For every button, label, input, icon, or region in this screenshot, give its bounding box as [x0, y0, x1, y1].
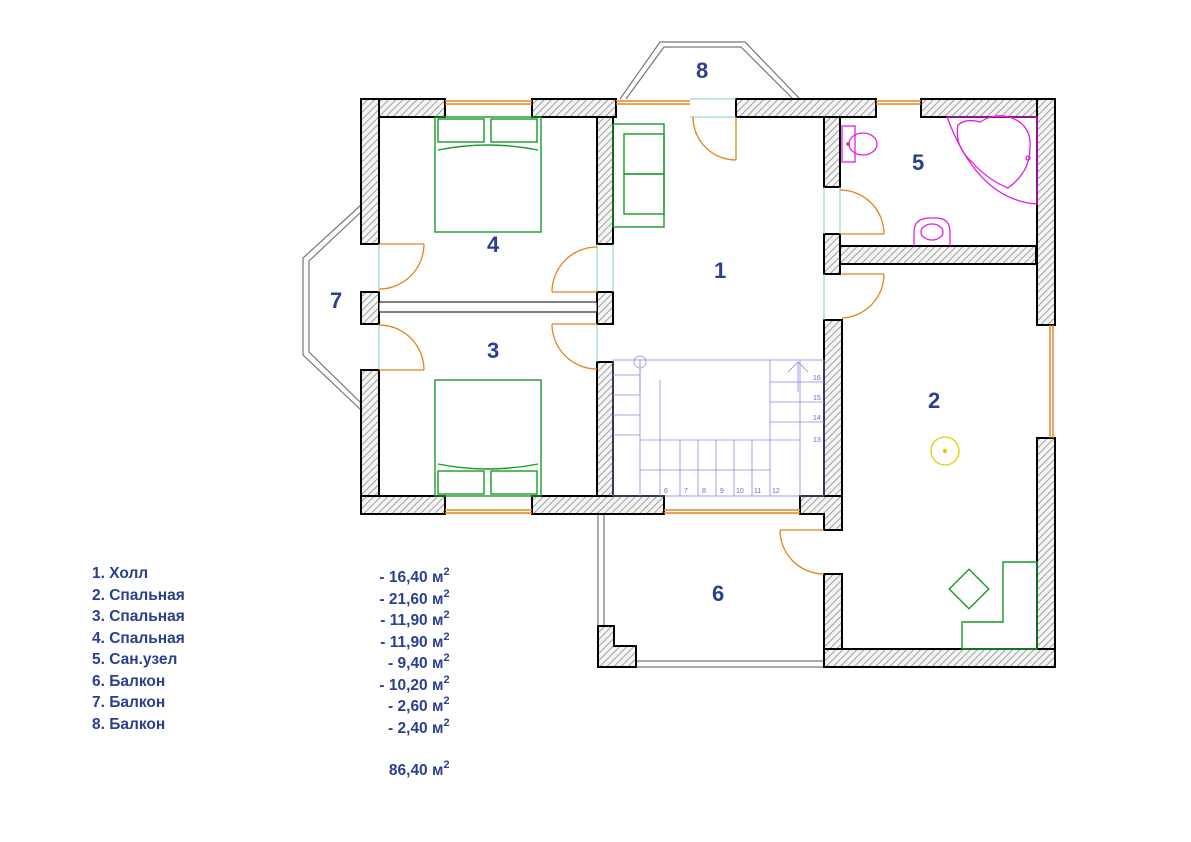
legend-row-6: 6. Балкон - 10,20 м2: [92, 671, 472, 694]
room-number-7: 7: [330, 288, 342, 313]
legend-room-name: 7. Балкон: [92, 694, 166, 711]
legend-row-2: 2. Спальная - 21,60 м2: [92, 585, 472, 608]
legend-room-area: - 10,20 м2: [379, 673, 450, 694]
legend-room-area: - 21,60 м2: [379, 587, 450, 608]
legend-room-name: 5. Сан.узел: [92, 651, 178, 668]
legend-room-name: 6. Балкон: [92, 672, 166, 690]
stair-step-7: 7: [684, 488, 688, 495]
stair-step-numbers: 6 7 8 9 10 11 12 13 14 15 16: [664, 375, 821, 495]
legend-room-name: 4. Спальная: [92, 629, 185, 647]
room-number-1: 1: [714, 258, 726, 283]
legend-room-name: 1. Холл: [92, 565, 149, 582]
room-number-6: 6: [712, 581, 724, 606]
thin-partition: [378, 301, 598, 313]
plumbing: [841, 115, 1038, 246]
stair-step-13: 13: [813, 437, 821, 444]
stairs: [612, 355, 825, 497]
legend-room-area: - 2,40 м2: [388, 716, 450, 737]
legend-room-area: - 9,40 м2: [388, 652, 450, 673]
stair-step-14: 14: [813, 415, 821, 422]
legend-room-area: - 2,60 м2: [388, 695, 450, 716]
total-area: 86,40 м2: [388, 759, 450, 780]
legend-room-name: 8. Балкон: [92, 715, 166, 733]
room-number-5: 5: [912, 150, 924, 175]
room-number-4: 4: [487, 232, 500, 257]
windows: [445, 100, 1054, 514]
legend-row-3: 3. Спальная - 11,90 м2: [92, 606, 472, 629]
legend-row-7: 7. Балкон - 2,60 м2: [92, 692, 472, 715]
legend-room-area: - 11,90 м2: [380, 630, 450, 651]
openings: [378, 98, 841, 370]
balcony-7-outline: [302, 204, 362, 411]
room-number-8: 8: [696, 58, 708, 83]
stair-step-10: 10: [736, 488, 744, 495]
walls: [360, 98, 1056, 668]
stair-step-6: 6: [664, 488, 668, 495]
stair-step-15: 15: [813, 395, 821, 402]
legend-row-1: 1. Холл - 16,40 м2: [92, 563, 472, 586]
legend-room-area: - 16,40 м2: [379, 566, 450, 587]
doors: [378, 116, 885, 575]
stair-step-16: 16: [813, 375, 821, 382]
stair-step-12: 12: [772, 488, 780, 495]
room-number-2: 2: [928, 388, 940, 413]
room-numbers: 1 2 3 4 5 6 7 8: [330, 58, 940, 606]
legend-row-5: 5. Сан.узел - 9,40 м2: [92, 649, 472, 672]
legend-room-area: - 11,90 м2: [380, 609, 450, 630]
balcony-8-outline: [619, 41, 801, 100]
legend-room-name: 3. Спальная: [92, 608, 185, 625]
legend-room-name: 2. Спальная: [92, 586, 185, 604]
balcony-6-outline: [597, 514, 824, 668]
room-number-3: 3: [487, 338, 499, 363]
stair-step-8: 8: [702, 488, 706, 495]
stair-step-9: 9: [720, 488, 724, 495]
furniture: [434, 116, 1038, 650]
area-legend: 1. Холл - 16,40 м2 2. Спальная - 21,60 м…: [92, 563, 472, 737]
ceiling-lamp-icon: [930, 436, 960, 466]
stair-step-11: 11: [754, 488, 761, 495]
legend-row-8: 8. Балкон - 2,40 м2: [92, 714, 472, 737]
legend-row-4: 4. Спальная - 11,90 м2: [92, 628, 472, 651]
